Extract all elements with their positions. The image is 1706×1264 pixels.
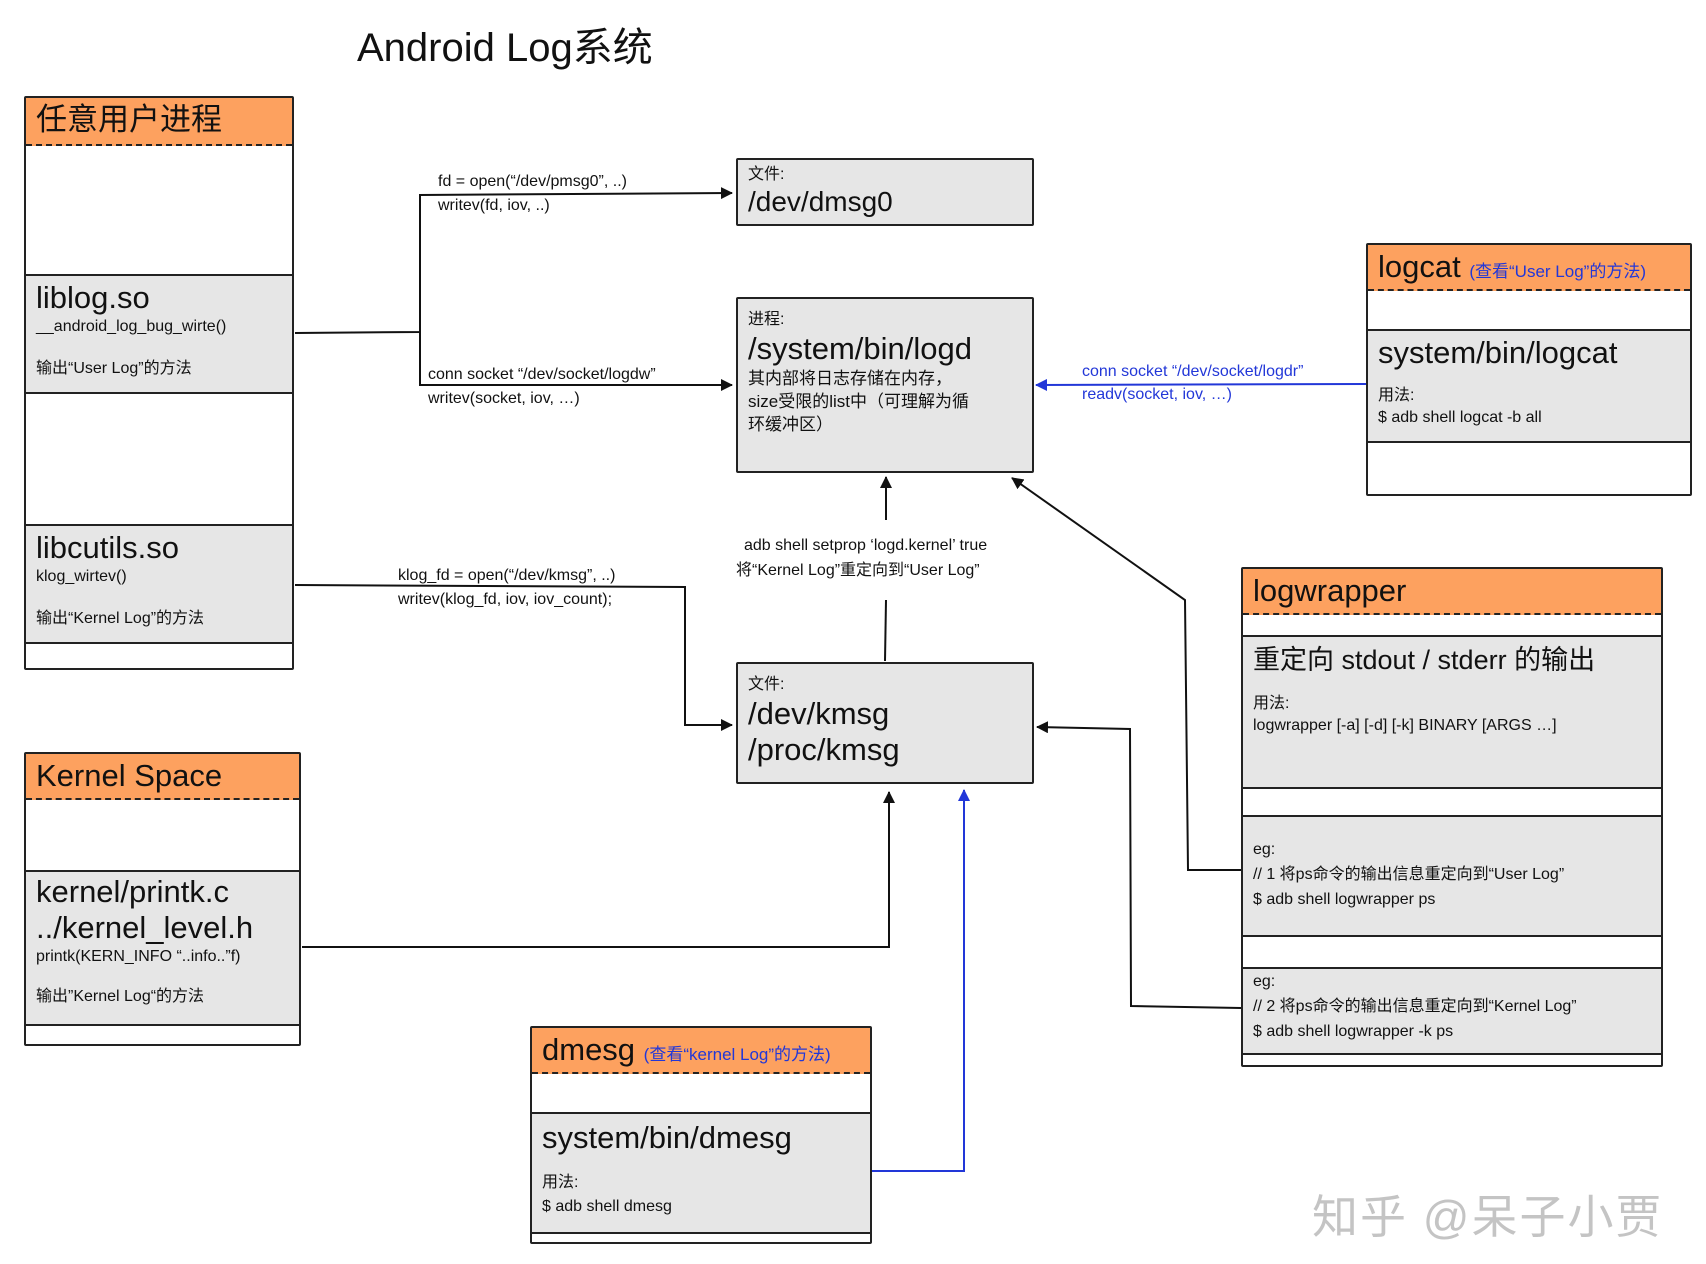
logwrapper-header: logwrapper bbox=[1243, 569, 1661, 615]
dmesg-box: dmesg (查看“kernel Log”的方法) system/bin/dme… bbox=[530, 1026, 872, 1244]
kmsg-path-dev: /dev/kmsg bbox=[748, 696, 890, 731]
edge-liblog-logd bbox=[419, 332, 733, 391]
logwrapper-eg1-section: eg: // 1 将ps命令的输出信息重定向到“User Log” $ adb … bbox=[1243, 815, 1661, 937]
edge-logcat-logd bbox=[1035, 378, 1367, 391]
edge-dmesg-kmsg bbox=[870, 789, 970, 1172]
eg1-cmd: $ adb shell logwrapper ps bbox=[1253, 891, 1436, 908]
printk-section: kernel/printk.c ../kernel_level.h printk… bbox=[26, 870, 299, 1026]
edge-liblog-pmsg bbox=[294, 187, 733, 334]
edge-eg1-logd bbox=[1011, 477, 1241, 871]
user-process-box: 任意用户进程 liblog.so __android_log_bug_wirte… bbox=[24, 96, 294, 670]
eg2-label: eg: bbox=[1253, 973, 1276, 990]
kmsg-box: 文件: /dev/kmsg /proc/kmsg bbox=[736, 662, 1034, 784]
edge-libcutils-kmsg bbox=[294, 584, 733, 731]
edge-kmsg-logd-setprop bbox=[884, 599, 887, 662]
logd-desc-2: size受限的list中（可理解为循 bbox=[748, 392, 970, 411]
printk-func: printk(KERN_INFO “..info..”f) bbox=[36, 948, 241, 965]
dmesg-path: system/bin/dmesg bbox=[542, 1120, 792, 1155]
dmesg-header-note: (查看“kernel Log”的方法) bbox=[643, 1045, 831, 1064]
dmsg0-label: 文件: bbox=[748, 166, 785, 183]
edge-label-pmsg-open: fd = open(“/dev/pmsg0”, ..) bbox=[438, 173, 627, 190]
liblog-name: liblog.so bbox=[36, 280, 150, 315]
edge-label-setprop: adb shell setprop ‘logd.kernel’ true bbox=[744, 537, 988, 554]
kmsg-path-proc: /proc/kmsg bbox=[748, 732, 900, 767]
logd-path: /system/bin/logd bbox=[748, 331, 972, 366]
kernel-level-file: ../kernel_level.h bbox=[36, 910, 254, 945]
dmesg-usage-cmd: $ adb shell dmesg bbox=[542, 1198, 672, 1215]
logcat-section: system/bin/logcat 用法: $ adb shell logcat… bbox=[1368, 329, 1690, 443]
logd-label: 进程: bbox=[748, 311, 785, 328]
eg1-label: eg: bbox=[1253, 841, 1276, 858]
edge-label-logdw-conn: conn socket “/dev/socket/logdw” bbox=[428, 366, 656, 383]
libcutils-section: libcutils.so klog_wirtev() 输出“Kernel Log… bbox=[26, 524, 292, 644]
logcat-box: logcat (查看“User Log”的方法) system/bin/logc… bbox=[1366, 243, 1692, 496]
logwrapper-desc: 重定向 stdout / stderr 的输出 bbox=[1253, 645, 1596, 675]
watermark: 知乎 @呆子小贾 bbox=[1312, 1191, 1664, 1243]
logcat-usage-cmd: $ adb shell logcat -b all bbox=[1378, 409, 1542, 426]
kmsg-label: 文件: bbox=[748, 676, 785, 693]
edge-label-pmsg-write: writev(fd, iov, ..) bbox=[438, 197, 550, 214]
edge-printk-kmsg bbox=[302, 791, 895, 948]
page-title: Android Log系统 bbox=[357, 26, 653, 70]
dmsg0-box: 文件: /dev/dmsg0 bbox=[736, 158, 1034, 226]
logwrapper-usage-label: 用法: bbox=[1253, 695, 1290, 712]
kernel-space-header: Kernel Space bbox=[26, 754, 299, 800]
dmesg-section: system/bin/dmesg 用法: $ adb shell dmesg bbox=[532, 1112, 870, 1234]
kernel-space-box: Kernel Space kernel/printk.c ../kernel_l… bbox=[24, 752, 301, 1046]
logwrapper-usage-section: 重定向 stdout / stderr 的输出 用法: logwrapper [… bbox=[1243, 635, 1661, 789]
logcat-path: system/bin/logcat bbox=[1378, 335, 1618, 370]
logcat-usage-label: 用法: bbox=[1378, 387, 1415, 404]
eg1-comment: // 1 将ps命令的输出信息重定向到“User Log” bbox=[1253, 866, 1565, 883]
edge-label-kmsg-write: writev(klog_fd, iov, iov_count); bbox=[398, 591, 613, 608]
printk-desc: 输出”Kernel Log“的方法 bbox=[36, 988, 205, 1005]
edge-label-kmsg-open: klog_fd = open(“/dev/kmsg”, ..) bbox=[398, 567, 616, 584]
dmsg0-path: /dev/dmsg0 bbox=[748, 186, 893, 217]
logcat-header-note: (查看“User Log”的方法) bbox=[1469, 262, 1646, 281]
dmesg-usage-label: 用法: bbox=[542, 1174, 579, 1191]
edge-label-logdw-write: writev(socket, iov, …) bbox=[428, 390, 580, 407]
edge-eg2-kmsg bbox=[1036, 721, 1242, 1009]
user-process-header: 任意用户进程 bbox=[26, 98, 292, 146]
libcutils-desc: 输出“Kernel Log”的方法 bbox=[36, 610, 205, 627]
liblog-section: liblog.so __android_log_bug_wirte() 输出“U… bbox=[26, 274, 292, 394]
logd-desc-3: 环缓冲区） bbox=[748, 415, 833, 434]
liblog-func: __android_log_bug_wirte() bbox=[36, 318, 227, 335]
eg2-comment: // 2 将ps命令的输出信息重定向到“Kernel Log” bbox=[1253, 998, 1577, 1015]
printk-file: kernel/printk.c bbox=[36, 874, 229, 909]
libcutils-name: libcutils.so bbox=[36, 530, 179, 565]
dmesg-title: dmesg bbox=[542, 1032, 636, 1067]
eg2-cmd: $ adb shell logwrapper -k ps bbox=[1253, 1023, 1454, 1040]
edge-label-logdr-conn: conn socket “/dev/socket/logdr” bbox=[1082, 363, 1304, 380]
logcat-header: logcat (查看“User Log”的方法) bbox=[1368, 245, 1690, 291]
edge-label-logdr-read: readv(socket, iov, …) bbox=[1082, 386, 1232, 403]
edge-label-redirect: 将“Kernel Log”重定向到“User Log” bbox=[736, 562, 980, 579]
logwrapper-eg2-section: eg: // 2 将ps命令的输出信息重定向到“Kernel Log” $ ad… bbox=[1243, 967, 1661, 1055]
logcat-title: logcat bbox=[1378, 249, 1461, 284]
liblog-desc: 输出“User Log”的方法 bbox=[36, 360, 192, 377]
libcutils-func: klog_wirtev() bbox=[36, 568, 127, 585]
logwrapper-usage-cmd: logwrapper [-a] [-d] [-k] BINARY [ARGS …… bbox=[1253, 717, 1557, 734]
logwrapper-box: logwrapper 重定向 stdout / stderr 的输出 用法: l… bbox=[1241, 567, 1663, 1067]
logd-desc-1: 其内部将日志存储在内存， bbox=[748, 369, 952, 388]
dmesg-header: dmesg (查看“kernel Log”的方法) bbox=[532, 1028, 870, 1074]
logd-box: 进程: /system/bin/logd 其内部将日志存储在内存， size受限… bbox=[736, 297, 1034, 473]
